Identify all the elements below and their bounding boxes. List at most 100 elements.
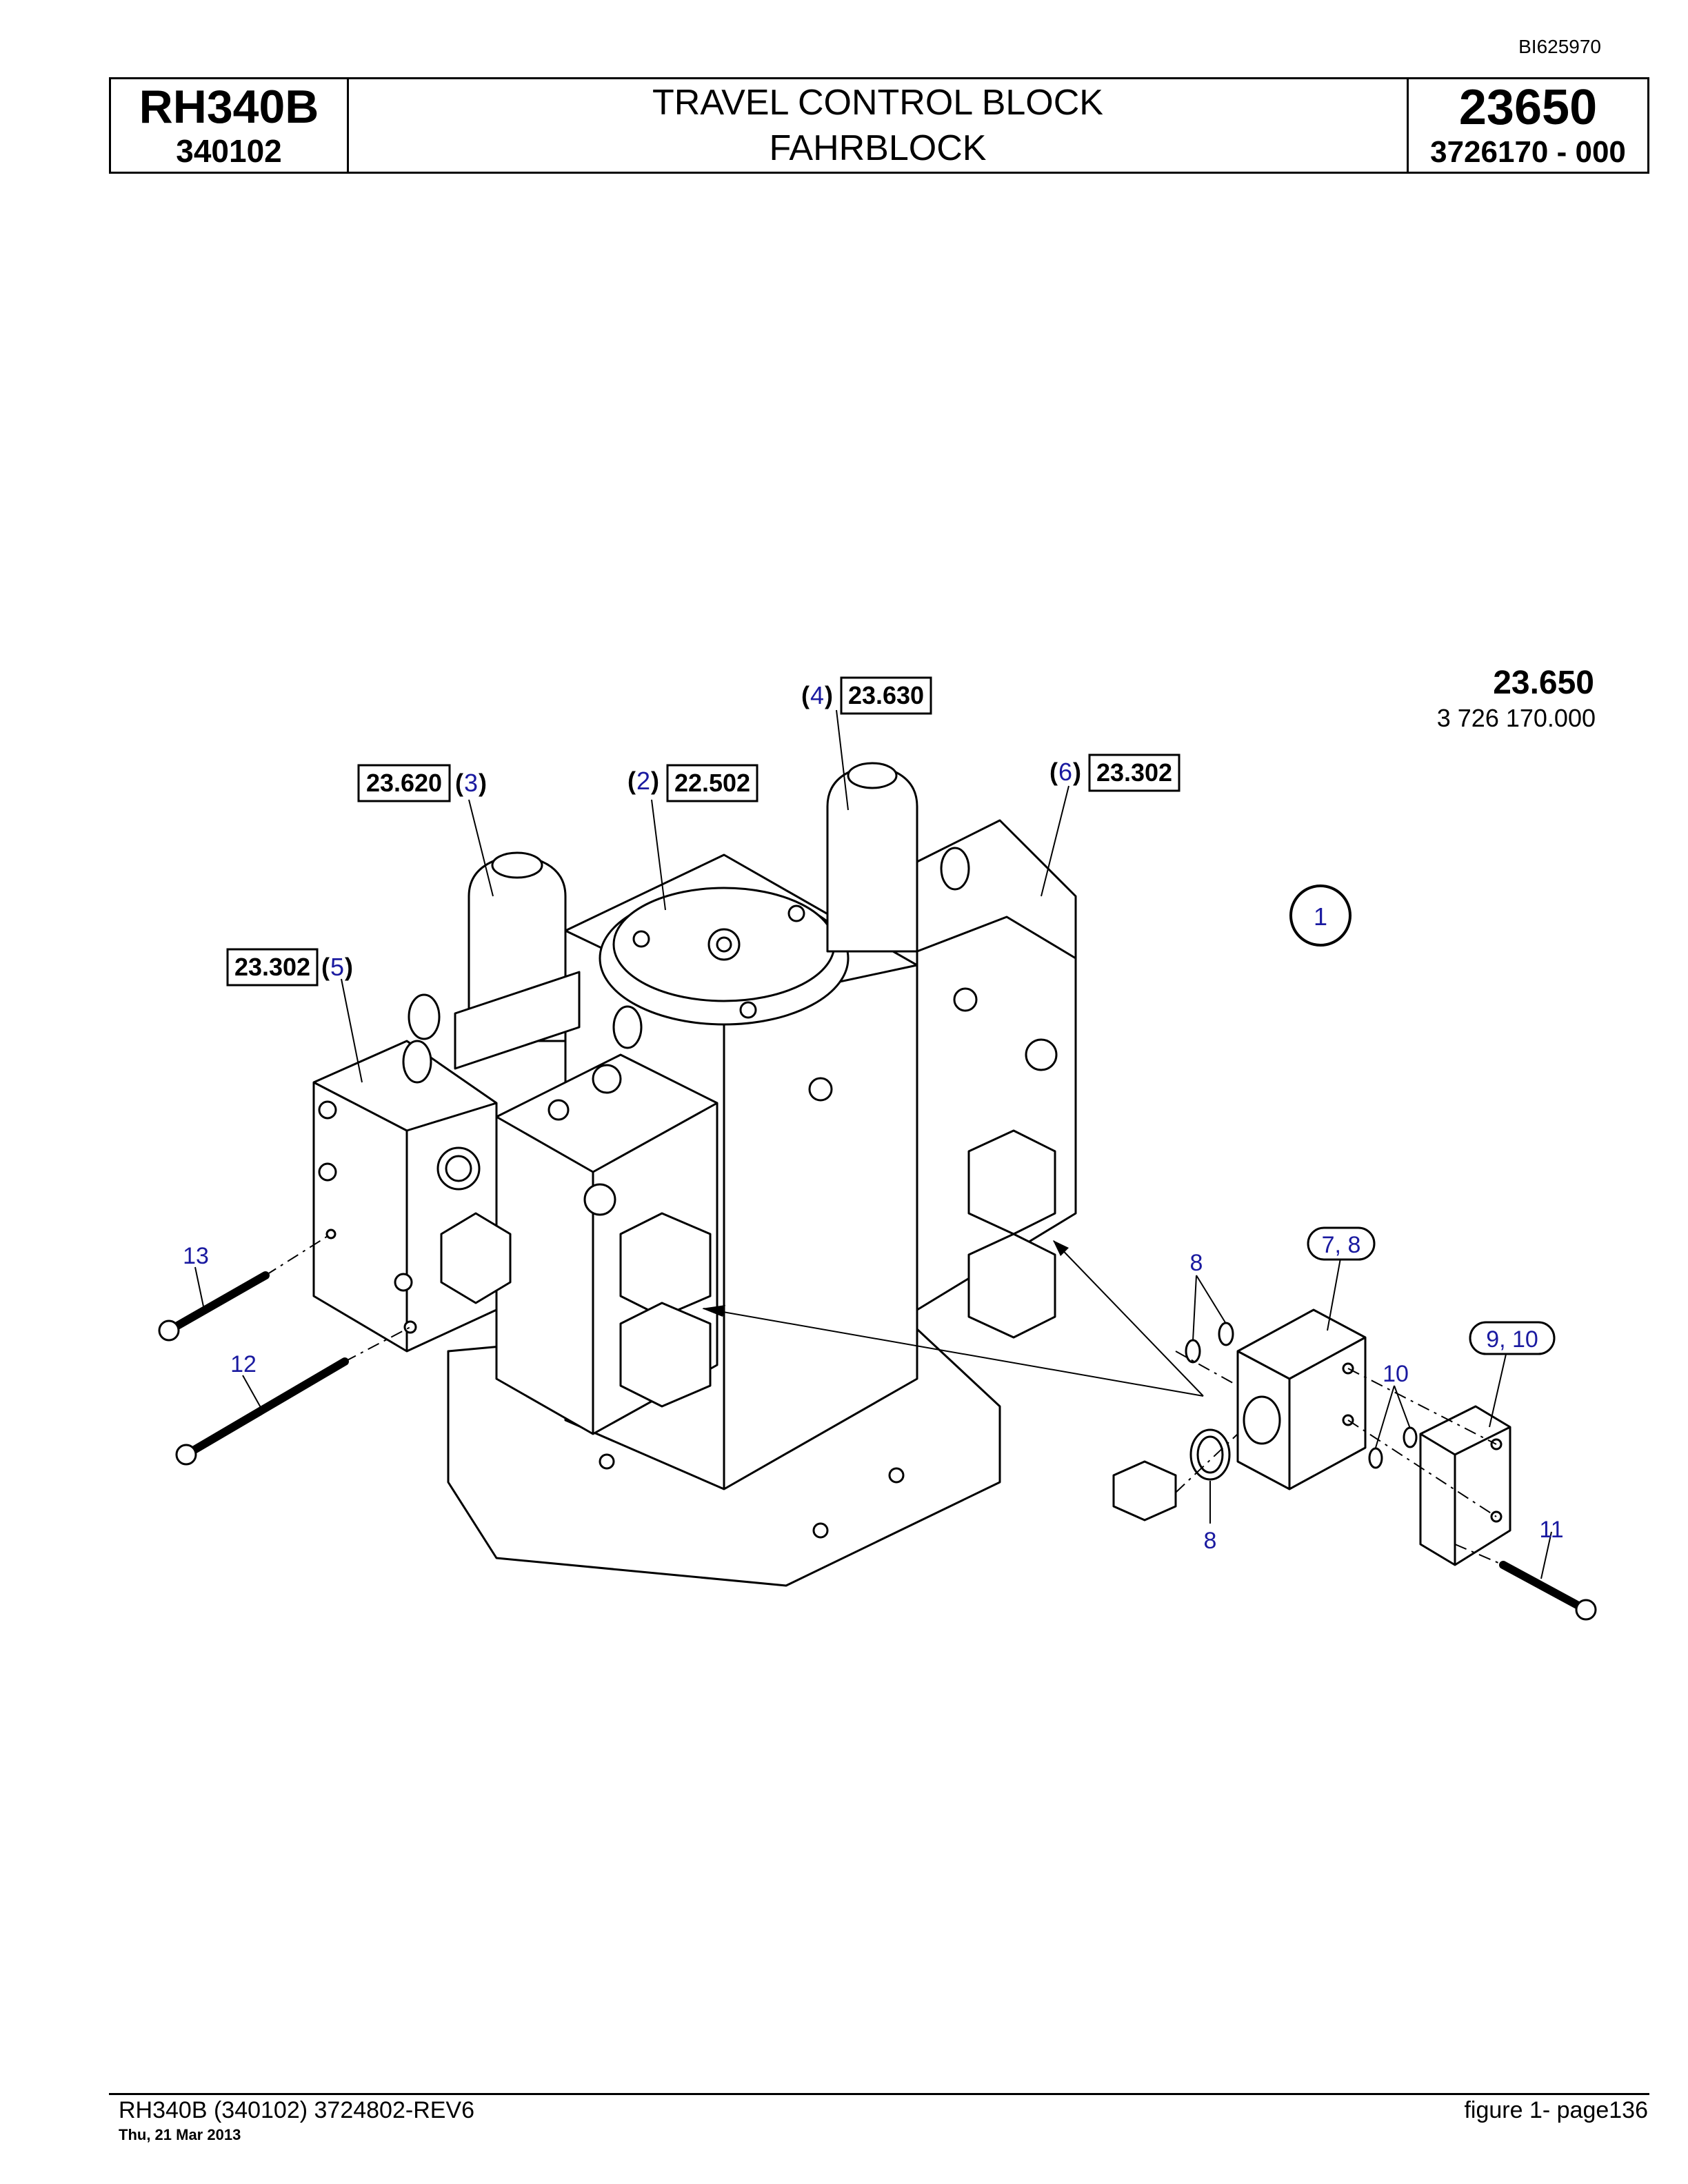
cap-port: [847, 762, 898, 789]
item-8-top: 8: [1190, 1250, 1203, 1276]
axis-line: [1175, 1351, 1238, 1386]
axis-line: [265, 1233, 332, 1276]
pos-3: 3: [464, 769, 478, 797]
item-12: 12: [230, 1351, 257, 1377]
item-10: 10: [1383, 1361, 1409, 1387]
paren-open: (: [801, 681, 810, 709]
ref-box-23302-left: [226, 948, 319, 987]
footer-date: Thu, 21 Mar 2013: [119, 2126, 241, 2143]
document-id: BI625970: [1518, 36, 1601, 57]
footer-page: figure 1- page136: [1464, 2097, 1648, 2123]
item-9-10: 9, 10: [1486, 1326, 1538, 1353]
ref-box-22502: [666, 764, 758, 802]
bolt-head: [318, 1100, 337, 1120]
ref-23302-left: 23.302: [234, 953, 310, 981]
left-outer-valve: [312, 1040, 498, 1353]
assembly-ref: 23.650: [1493, 665, 1594, 701]
cap-port: [491, 851, 543, 879]
paren-open: (: [455, 769, 463, 797]
ref-23620: 23.620: [366, 769, 442, 797]
valve-port: [583, 1183, 616, 1216]
ref-box-23630: [840, 676, 932, 715]
ref-23630: 23.630: [848, 681, 924, 709]
left-solenoid-lower: [619, 1302, 712, 1408]
ref-22502: 22.502: [674, 769, 750, 797]
bolt-11: [1499, 1561, 1590, 1614]
leader-4: [836, 709, 849, 811]
mount-hole: [325, 1228, 336, 1240]
item-13: 13: [183, 1243, 209, 1269]
o-ring: [1368, 1447, 1383, 1469]
item-9-10-box: [1469, 1321, 1556, 1355]
left-outer-solenoid: [440, 1212, 512, 1304]
footer-doc-ref: RH340B (340102) 3724802-REV6: [119, 2097, 475, 2123]
paren-close: ): [825, 681, 833, 709]
adapter-port: [1243, 1395, 1281, 1445]
bolt-head: [318, 1162, 337, 1182]
leader-arrow-right: [1053, 1240, 1204, 1397]
valve-port: [1025, 1038, 1058, 1071]
bolt-11-head: [1575, 1599, 1597, 1621]
title-block: RH340B 340102 TRAVEL CONTROL BLOCK FAHRB…: [109, 77, 1649, 174]
leader-7-8: [1327, 1254, 1342, 1331]
bolt-13-head: [158, 1320, 180, 1342]
leader-10: [1375, 1385, 1411, 1448]
cover-port-inner: [716, 936, 732, 953]
lifting-eye: [402, 1040, 432, 1084]
valve-port: [592, 1064, 622, 1094]
o-ring: [1185, 1339, 1201, 1364]
leader-lines: [194, 709, 1552, 1579]
paren-open: (: [321, 953, 330, 981]
base-hole: [888, 1467, 905, 1484]
bolt-13: [165, 1271, 270, 1335]
model-number: 340102: [176, 133, 282, 169]
leader-11: [1540, 1531, 1552, 1579]
valve-port-inner: [445, 1155, 472, 1182]
axis-line: [1347, 1368, 1497, 1445]
item-8-bottom: 8: [1204, 1528, 1217, 1554]
o-ring: [1403, 1426, 1418, 1448]
right-solenoid-upper: [967, 1129, 1056, 1235]
axis-line: [1175, 1433, 1238, 1493]
paren-close: ): [651, 767, 659, 795]
base-hole: [812, 1522, 829, 1539]
leader-2: [651, 799, 666, 911]
plug-screw: [1112, 1460, 1177, 1521]
pos-5: 5: [330, 953, 344, 981]
leader-arrow-left: [703, 1308, 1204, 1397]
code-cell: 23650 3726170 - 000: [1409, 79, 1647, 172]
leader-8-top: [1192, 1275, 1227, 1342]
ref-23302-right: 23.302: [1096, 758, 1172, 787]
axis-line: [1454, 1544, 1504, 1566]
item-7-8-box: [1307, 1226, 1376, 1261]
title-english: TRAVEL CONTROL BLOCK: [652, 83, 1103, 123]
lifting-eye: [940, 847, 970, 891]
cover-bolt: [632, 930, 650, 948]
paren-close: ): [479, 769, 487, 797]
leader-6: [1041, 785, 1069, 897]
lifting-eye: [408, 993, 441, 1040]
leader-9-10: [1489, 1351, 1507, 1428]
group-code: 23650: [1458, 80, 1598, 135]
ref-box-23620: [357, 764, 451, 802]
item-1: 1: [1314, 902, 1327, 931]
arrowhead-left: [702, 1305, 725, 1317]
leader-13: [194, 1266, 204, 1307]
paren-close: ): [345, 953, 353, 981]
assembly-part: 3 726 170.000: [1437, 704, 1596, 732]
mount-hole: [403, 1320, 417, 1334]
base-hole: [599, 1453, 615, 1470]
pos-6: 6: [1058, 758, 1072, 786]
cover-bolt: [787, 904, 805, 922]
valve-port: [547, 1099, 570, 1121]
leader-3: [468, 799, 494, 897]
part-number: 3726170 - 000: [1430, 135, 1626, 169]
bolt-12-head: [175, 1444, 197, 1466]
cap-flange: [454, 971, 581, 1070]
cover-bolt: [739, 1001, 757, 1019]
right-rear-edge: [916, 916, 1076, 960]
paren-close: ): [1073, 758, 1081, 786]
footer-rule: [109, 2093, 1649, 2095]
valve-port: [953, 987, 978, 1012]
axis-line: [1347, 1419, 1497, 1517]
